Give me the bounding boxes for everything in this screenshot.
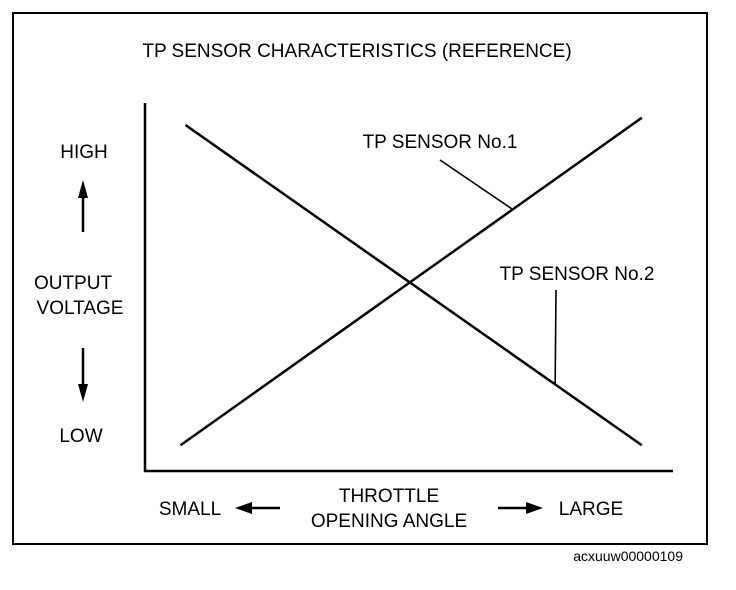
figure-border bbox=[12, 12, 708, 545]
arrow-left-icon bbox=[235, 502, 280, 514]
y-axis-labels: HIGH OUTPUT VOLTAGE LOW bbox=[34, 142, 124, 447]
chart-title: TP SENSOR CHARACTERISTICS (REFERENCE) bbox=[142, 41, 571, 62]
x-axis-title-line2: OPENING ANGLE bbox=[311, 511, 467, 532]
y-axis-title-line2: VOLTAGE bbox=[37, 298, 124, 319]
x-large-label: LARGE bbox=[559, 499, 623, 520]
series-leader-1 bbox=[439, 159, 514, 211]
y-high-label: HIGH bbox=[60, 142, 108, 163]
series-layer bbox=[179, 116, 643, 447]
x-axis-title-line1: THROTTLE bbox=[339, 486, 439, 507]
image-code: acxuuw00000109 bbox=[573, 548, 683, 564]
series-callouts: TP SENSOR No.1 TP SENSOR No.2 bbox=[363, 132, 655, 385]
y-low-label: LOW bbox=[59, 426, 102, 447]
arrow-down-icon bbox=[78, 348, 88, 402]
y-axis-title-line1: OUTPUT bbox=[34, 273, 113, 294]
series-line-1 bbox=[179, 116, 643, 447]
series-line-2 bbox=[184, 124, 643, 447]
x-small-label: SMALL bbox=[159, 499, 221, 520]
plot-axes bbox=[143, 103, 673, 473]
arrow-right-icon bbox=[498, 502, 543, 514]
series-leader-2 bbox=[554, 289, 557, 385]
x-axis-labels: SMALL THROTTLE OPENING ANGLE LARGE bbox=[159, 486, 623, 532]
arrow-up-icon bbox=[78, 180, 88, 232]
series-label-2: TP SENSOR No.2 bbox=[500, 264, 655, 285]
series-label-1: TP SENSOR No.1 bbox=[363, 132, 518, 153]
